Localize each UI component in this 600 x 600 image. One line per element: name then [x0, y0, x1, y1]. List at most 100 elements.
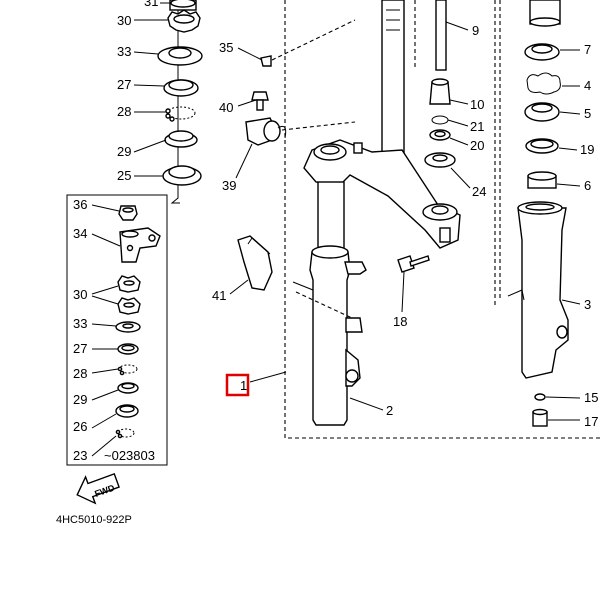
- o-ring-21: [431, 115, 449, 125]
- callout-20: 20: [470, 138, 484, 153]
- callout-27-inset: 27: [73, 341, 87, 356]
- leader-41: [229, 279, 249, 295]
- leader-9: [445, 21, 469, 31]
- hose-guide-41: [237, 235, 273, 291]
- callout-30-inset: 30: [73, 287, 87, 302]
- leader-18: [401, 271, 405, 313]
- callout-35: 35: [219, 40, 233, 55]
- callout-9: 9: [472, 23, 479, 38]
- serial-note: ~023803: [104, 448, 155, 463]
- bolt-17: [532, 408, 548, 427]
- callout-1-highlight: [225, 373, 250, 397]
- leader-34: [91, 233, 121, 247]
- callout-1: 1: [240, 378, 247, 393]
- seal-26-inset: [115, 404, 139, 418]
- leader-39-dashed: [281, 121, 356, 131]
- plug-10: [429, 78, 451, 105]
- callout-29: 29: [117, 144, 131, 159]
- callout-31: 31: [144, 0, 158, 9]
- cap-35: [260, 55, 272, 67]
- leader-dashed-41: [295, 291, 353, 319]
- ring-nut-30: [167, 9, 201, 33]
- ring-nut-31: [169, 0, 197, 11]
- under-bracket: [303, 139, 461, 249]
- outer-tube-3: [507, 201, 569, 379]
- washer-24: [424, 152, 456, 168]
- leader-35-dashed: [271, 19, 356, 61]
- nut-36: [118, 205, 138, 221]
- callout-30: 30: [117, 13, 131, 28]
- race-27-inset: [117, 343, 139, 355]
- cap-bolt-right: [529, 0, 561, 27]
- callout-23-inset: 23: [73, 448, 87, 463]
- bearing-race-29: [164, 130, 198, 148]
- leader-27: [133, 84, 165, 87]
- callout-10: 10: [470, 97, 484, 112]
- bearing-race-27: [163, 79, 199, 97]
- fwd-arrow-icon: [76, 473, 120, 505]
- leader-33-inset: [91, 323, 117, 327]
- steering-shaft-9: [381, 0, 405, 166]
- callout-29-inset: 29: [73, 392, 87, 407]
- leader-30-inset: [91, 285, 119, 305]
- callout-18: 18: [393, 314, 407, 329]
- callout-28-inset: 28: [73, 366, 87, 381]
- clamp-39: [245, 117, 287, 146]
- callout-19: 19: [580, 142, 594, 157]
- callout-26-inset: 26: [73, 419, 87, 434]
- ball-bearing-28: [165, 106, 196, 122]
- clip-4: [526, 72, 561, 95]
- inner-tube-1: [317, 181, 345, 253]
- callout-17: 17: [584, 414, 598, 429]
- tube-9-right: [435, 0, 447, 71]
- leader-5: [559, 111, 581, 115]
- washer-33-inset: [115, 321, 141, 333]
- leader-20: [449, 137, 469, 146]
- callout-4: 4: [584, 78, 591, 93]
- callout-24: 24: [472, 184, 486, 199]
- washer-19: [525, 138, 559, 154]
- callout-21: 21: [470, 119, 484, 134]
- callout-36: 36: [73, 197, 87, 212]
- callout-27: 27: [117, 77, 131, 92]
- leader-29-inset: [91, 389, 119, 401]
- callout-7: 7: [584, 42, 591, 57]
- callout-34: 34: [73, 226, 87, 241]
- steering-stem-outline-dashed: [414, 0, 501, 305]
- bushing-6: [527, 171, 557, 189]
- leader-29: [133, 139, 167, 153]
- leader-15: [545, 396, 581, 399]
- callout-28: 28: [117, 104, 131, 119]
- leader-35: [237, 47, 263, 61]
- washer-33: [157, 46, 203, 66]
- inset-box: [66, 194, 168, 466]
- balls-23-inset: [115, 428, 135, 439]
- race-29-inset: [117, 382, 139, 394]
- leader-1: [249, 371, 287, 383]
- leader-6: [556, 183, 581, 187]
- callout-41: 41: [212, 288, 226, 303]
- oil-seal-5: [524, 102, 560, 122]
- leader-33: [133, 51, 159, 55]
- balls-28-inset: [117, 364, 138, 376]
- outer-tube-2: [292, 245, 367, 426]
- callout-2: 2: [386, 403, 393, 418]
- dust-seal-25: [162, 165, 202, 186]
- callout-6: 6: [584, 178, 591, 193]
- ring-nut-30-inset-a: [117, 275, 141, 293]
- leader-3: [561, 299, 581, 305]
- callout-33-inset: 33: [73, 316, 87, 331]
- bolt-18: [397, 255, 430, 273]
- leader-24: [450, 167, 471, 189]
- leader-19: [558, 147, 578, 151]
- leader-10: [449, 99, 469, 105]
- callout-40: 40: [219, 100, 233, 115]
- drawing-code: 4HC5010-922P: [56, 514, 132, 526]
- leader-40: [237, 99, 257, 107]
- callout-39: 39: [222, 178, 236, 193]
- leader-36: [91, 204, 120, 212]
- leader-26-inset: [91, 413, 117, 429]
- washer-15: [534, 393, 546, 401]
- callout-5: 5: [584, 106, 591, 121]
